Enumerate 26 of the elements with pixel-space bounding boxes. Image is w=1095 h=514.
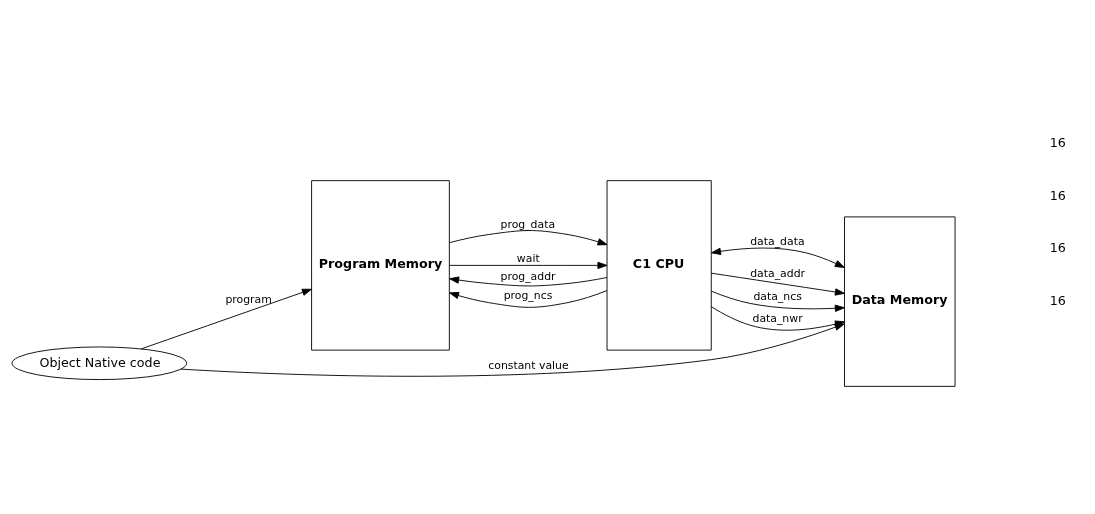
edge-label: prog_ncs xyxy=(503,289,553,303)
edge-label: data_addr xyxy=(750,266,806,280)
arrow xyxy=(449,261,608,269)
node-box: C1 CPU xyxy=(606,180,712,351)
arrow xyxy=(710,290,845,312)
edge-label: data_nwr xyxy=(752,312,803,326)
edge-label: wait xyxy=(516,252,540,266)
edge-label: program xyxy=(225,293,272,307)
node-ellipse: Object Native code xyxy=(11,346,188,381)
node-box: Program Memory xyxy=(311,180,450,351)
arrow xyxy=(449,276,608,287)
label: 16 xyxy=(1049,240,1066,256)
edge-label: constant value xyxy=(488,359,569,373)
arrow xyxy=(449,230,608,246)
arrow xyxy=(711,247,845,268)
arrow xyxy=(140,288,312,350)
edge-label: prog_data xyxy=(500,217,556,231)
label: 16 xyxy=(1049,135,1066,151)
arrow xyxy=(710,272,845,296)
label: 16 xyxy=(1049,292,1066,308)
edge-label: data_ncs xyxy=(753,290,802,304)
edge-label: prog_addr xyxy=(500,270,556,284)
edge-label: data_data xyxy=(750,235,805,249)
arrow xyxy=(449,290,608,308)
label: 16 xyxy=(1049,187,1066,203)
node-box: Data Memory xyxy=(844,216,956,387)
